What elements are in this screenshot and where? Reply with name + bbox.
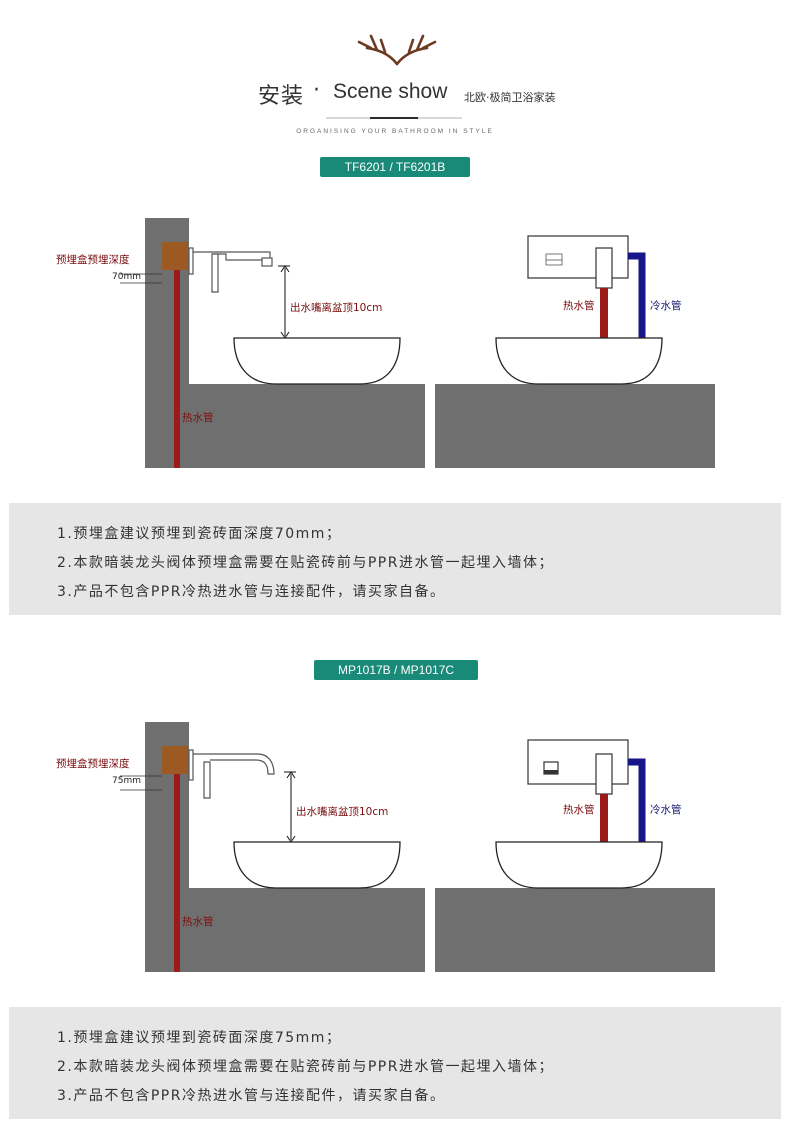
left-install-diagram — [120, 722, 425, 972]
cold-pipe-label: 冷水管 — [650, 804, 682, 816]
embedded-box — [162, 242, 188, 270]
title-underline-left — [326, 117, 370, 119]
hot-pipe — [600, 794, 608, 842]
tagline: ORGANISING YOUR BATHROOM IN STYLE — [296, 128, 494, 135]
page-title-cn: 安装 — [258, 84, 305, 109]
title-underline — [370, 117, 418, 119]
faucet — [188, 749, 275, 799]
note-line: 2.本款暗装龙头阀体预埋盒需要在贴瓷砖前与PPR进水管一起埋入墙体； — [57, 555, 554, 571]
installation-diagram — [120, 722, 715, 972]
embedded-box — [162, 746, 188, 774]
left-install-diagram — [120, 218, 425, 468]
depth-value: 75mm — [112, 776, 141, 786]
counter — [189, 888, 425, 972]
spout-height-arrow — [284, 771, 296, 843]
wall-plate — [527, 235, 629, 279]
hot-pipe-label: 热水管 — [563, 804, 595, 816]
note-line: 1.预埋盒建议预埋到瓷砖面深度70mm； — [57, 526, 342, 542]
basin — [233, 337, 401, 385]
cold-pipe — [628, 252, 646, 338]
model-badge: TF6201 / TF6201B — [320, 157, 470, 177]
hot-pipe — [174, 270, 180, 468]
hot-pipe — [600, 288, 608, 338]
counter — [435, 384, 715, 468]
model-badge: MP1017B / MP1017C — [314, 660, 478, 680]
depth-label: 预埋盒预埋深度 — [56, 254, 130, 266]
depth-label: 预埋盒预埋深度 — [56, 758, 130, 770]
basin — [495, 337, 663, 385]
spout-height-arrow — [278, 265, 290, 339]
depth-value: 70mm — [112, 272, 141, 282]
counter — [189, 384, 425, 468]
page-subtitle: 北欧·极简卫浴家装 — [464, 91, 556, 104]
title-separator: · — [313, 78, 320, 103]
antler-logo-icon — [357, 34, 437, 66]
faucet — [188, 247, 273, 293]
right-install-diagram — [435, 235, 715, 468]
hot-pipe-label: 热水管 — [182, 412, 214, 424]
basin — [233, 841, 401, 889]
spout-height-label: 出水嘴离盆顶10cm — [290, 302, 383, 314]
cold-pipe — [628, 758, 646, 842]
page-title-en: Scene show — [333, 80, 448, 103]
wall-plate — [527, 739, 629, 785]
note-line: 3.产品不包含PPR冷热进水管与连接配件，请买家自备。 — [57, 1088, 446, 1104]
note-line: 3.产品不包含PPR冷热进水管与连接配件，请买家自备。 — [57, 584, 446, 600]
spout-height-label: 出水嘴离盆顶10cm — [296, 806, 389, 818]
hot-pipe — [174, 774, 180, 972]
notes-box: 1.预埋盒建议预埋到瓷砖面深度75mm； 2.本款暗装龙头阀体预埋盒需要在贴瓷砖… — [9, 1007, 781, 1119]
right-install-diagram — [435, 739, 715, 972]
cold-pipe-label: 冷水管 — [650, 300, 682, 312]
note-line: 1.预埋盒建议预埋到瓷砖面深度75mm； — [57, 1030, 342, 1046]
counter — [435, 888, 715, 972]
note-line: 2.本款暗装龙头阀体预埋盒需要在贴瓷砖前与PPR进水管一起埋入墙体； — [57, 1059, 554, 1075]
notes-box: 1.预埋盒建议预埋到瓷砖面深度70mm； 2.本款暗装龙头阀体预埋盒需要在贴瓷砖… — [9, 503, 781, 615]
basin — [495, 841, 663, 889]
hot-pipe-label: 热水管 — [563, 300, 595, 312]
installation-diagram — [120, 218, 715, 468]
hot-pipe-label: 热水管 — [182, 916, 214, 928]
title-underline-right — [418, 117, 462, 119]
